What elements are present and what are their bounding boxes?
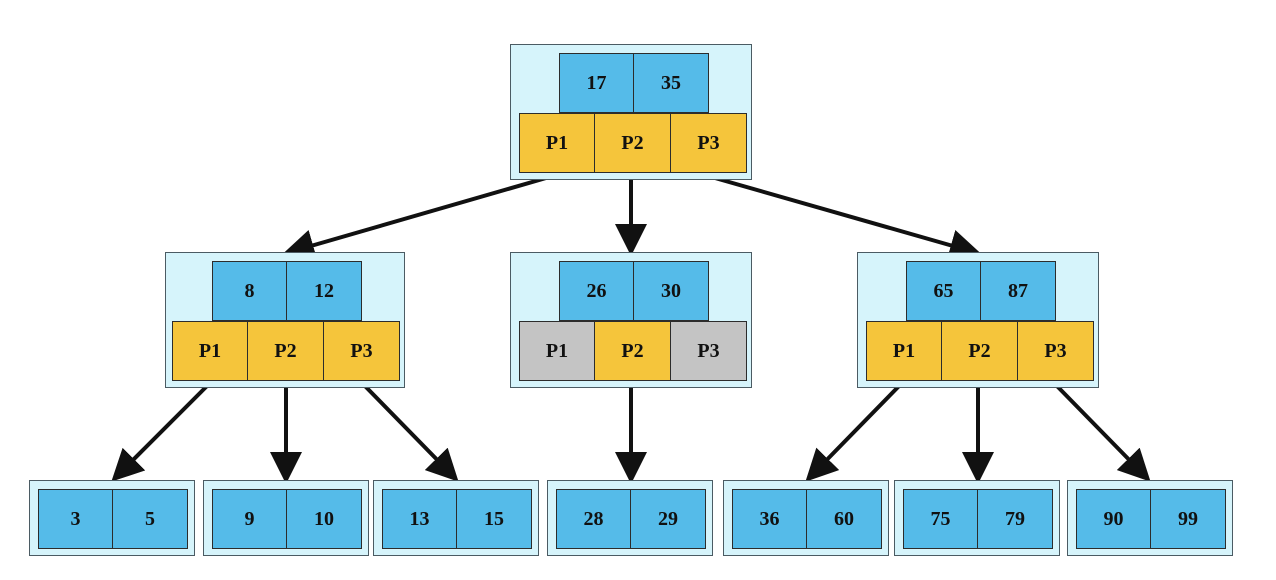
- internal-pointer-3: P3: [324, 321, 400, 381]
- root-pointer-3: P3: [671, 113, 747, 173]
- leaf-keys: 75 79: [903, 489, 1053, 549]
- leaf-keys: 3 5: [38, 489, 188, 549]
- leaf-key: 79: [978, 489, 1053, 549]
- root-node: 17 35 P1 P2 P3: [510, 44, 752, 180]
- internal-node-2: 26 30 P1 P2 P3: [510, 252, 752, 388]
- leaf-key: 15: [457, 489, 532, 549]
- leaf-keys: 28 29: [556, 489, 706, 549]
- internal-node-pointers: P1 P2 P3: [172, 321, 400, 381]
- leaf-key: 90: [1076, 489, 1151, 549]
- internal-key-1: 26: [559, 261, 634, 321]
- leaf-node-7: 90 99: [1067, 480, 1233, 556]
- leaf-keys: 90 99: [1076, 489, 1226, 549]
- leaf-node-3: 13 15: [373, 480, 539, 556]
- internal-pointer-1: P1: [866, 321, 942, 381]
- internal-key-2: 87: [981, 261, 1056, 321]
- leaf-key: 3: [38, 489, 113, 549]
- leaf-key: 29: [631, 489, 706, 549]
- internal-node-pointers: P1 P2 P3: [866, 321, 1094, 381]
- internal-pointer-3: P3: [1018, 321, 1094, 381]
- root-pointers: P1 P2 P3: [519, 113, 747, 173]
- leaf-key: 9: [212, 489, 287, 549]
- leaf-key: 36: [732, 489, 807, 549]
- internal-node-keys: 8 12: [212, 261, 362, 321]
- edge-root-p3: [707, 174, 982, 261]
- leaf-node-1: 3 5: [29, 480, 195, 556]
- internal-node-3: 65 87 P1 P2 P3: [857, 252, 1099, 388]
- root-key-1: 17: [559, 53, 634, 113]
- leaf-keys: 13 15: [382, 489, 532, 549]
- root-pointer-1: P1: [519, 113, 595, 173]
- edge-root-p1: [282, 174, 554, 261]
- internal-node-1: 8 12 P1 P2 P3: [165, 252, 405, 388]
- root-key-2: 35: [634, 53, 709, 113]
- internal-pointer-1-inactive: P1: [519, 321, 595, 381]
- root-pointer-2: P2: [595, 113, 671, 173]
- edge-n2-p3: [1053, 382, 1151, 482]
- internal-pointer-2: P2: [595, 321, 671, 381]
- root-keys: 17 35: [559, 53, 709, 113]
- internal-node-pointers: P1 P2 P3: [519, 321, 747, 381]
- leaf-node-6: 75 79: [894, 480, 1060, 556]
- leaf-key: 75: [903, 489, 978, 549]
- internal-node-keys: 26 30: [559, 261, 709, 321]
- internal-key-1: 65: [906, 261, 981, 321]
- edge-n0-p1: [111, 382, 211, 482]
- leaf-key: 28: [556, 489, 631, 549]
- edge-n2-p1: [805, 382, 903, 482]
- leaf-node-5: 36 60: [723, 480, 889, 556]
- leaf-keys: 36 60: [732, 489, 882, 549]
- internal-key-2: 30: [634, 261, 709, 321]
- leaf-node-2: 9 10: [203, 480, 369, 556]
- internal-pointer-2: P2: [248, 321, 324, 381]
- leaf-key: 5: [113, 489, 188, 549]
- internal-node-keys: 65 87: [906, 261, 1056, 321]
- internal-key-1: 8: [212, 261, 287, 321]
- leaf-keys: 9 10: [212, 489, 362, 549]
- internal-pointer-1: P1: [172, 321, 248, 381]
- internal-pointer-3-inactive: P3: [671, 321, 747, 381]
- leaf-key: 10: [287, 489, 362, 549]
- leaf-key: 13: [382, 489, 457, 549]
- internal-key-2: 12: [287, 261, 362, 321]
- leaf-key: 99: [1151, 489, 1226, 549]
- internal-pointer-2: P2: [942, 321, 1018, 381]
- leaf-key: 60: [807, 489, 882, 549]
- leaf-node-4: 28 29: [547, 480, 713, 556]
- edge-n0-p3: [361, 382, 459, 482]
